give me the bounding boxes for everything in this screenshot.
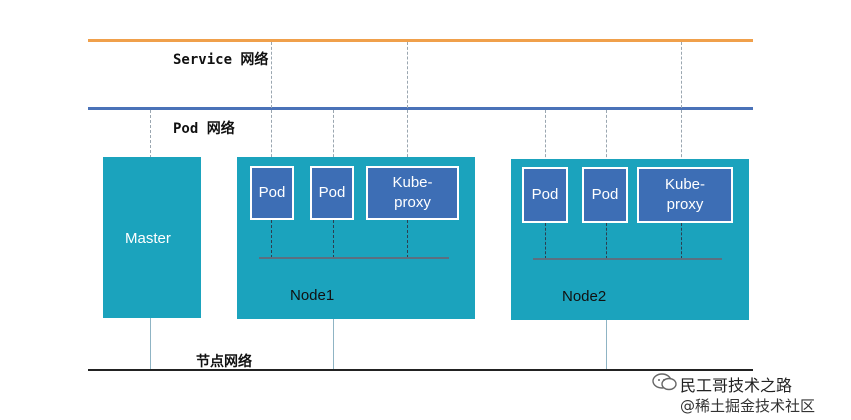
wechat-icon bbox=[652, 373, 678, 391]
master-box bbox=[103, 157, 201, 318]
node2-pod-2: Pod bbox=[582, 167, 628, 223]
connector-master-node-net bbox=[150, 318, 151, 369]
pod-network-label: Pod 网络 bbox=[173, 121, 235, 137]
node2-kube-proxy: Kube- proxy bbox=[637, 167, 733, 223]
node-network-label: 节点网络 bbox=[196, 354, 252, 370]
connector-node1-node-net bbox=[333, 318, 334, 369]
connector-pod-1 bbox=[150, 110, 151, 158]
connector-service-2 bbox=[407, 42, 408, 108]
node1-pod-dash-1 bbox=[271, 220, 272, 258]
node2-pod-dash-2 bbox=[606, 223, 607, 259]
node1-internal-bus bbox=[259, 257, 449, 259]
connector-service-3 bbox=[681, 42, 682, 108]
connector-pod-4 bbox=[407, 110, 408, 167]
master-label: Master bbox=[125, 230, 171, 247]
watermark-line2: @稀土掘金技术社区 bbox=[680, 397, 816, 415]
connector-service-1 bbox=[271, 42, 272, 108]
node2-label: Node2 bbox=[562, 288, 607, 305]
watermark-line1: 民工哥技术之路 bbox=[680, 376, 793, 395]
connector-pod-5 bbox=[545, 110, 546, 167]
connector-pod-7 bbox=[681, 110, 682, 167]
node1-label: Node1 bbox=[290, 287, 335, 304]
node2-pod-1: Pod bbox=[522, 167, 568, 223]
service-network-line bbox=[88, 39, 753, 42]
node2-pod-dash-1 bbox=[545, 223, 546, 259]
connector-node2-node-net bbox=[606, 320, 607, 369]
connector-pod-6 bbox=[606, 110, 607, 167]
node2-pod-dash-3 bbox=[681, 223, 682, 259]
node2-internal-bus bbox=[533, 258, 722, 260]
node1-kube-proxy: Kube- proxy bbox=[366, 166, 459, 220]
pod-network-line bbox=[88, 107, 753, 110]
service-network-label: Service 网络 bbox=[173, 52, 269, 68]
connector-pod-3 bbox=[333, 110, 334, 167]
node-network-line bbox=[88, 369, 753, 371]
node1-pod-dash-3 bbox=[407, 220, 408, 258]
connector-pod-2 bbox=[271, 110, 272, 167]
node1-pod-2: Pod bbox=[310, 166, 354, 220]
node1-pod-1: Pod bbox=[250, 166, 294, 220]
node1-pod-dash-2 bbox=[333, 220, 334, 258]
